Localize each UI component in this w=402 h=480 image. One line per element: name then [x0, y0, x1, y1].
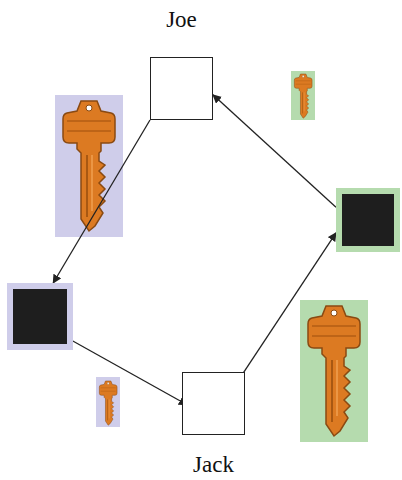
large-key: [308, 306, 360, 436]
person-name: Jack: [193, 451, 234, 479]
arrow-connector: [229, 233, 336, 394]
arrow-connector: [213, 95, 336, 207]
person-box: Joe: [150, 57, 213, 120]
small-key: [99, 381, 117, 425]
black-box: [7, 283, 73, 350]
person-box: Jack: [182, 372, 245, 435]
key-background: [55, 95, 123, 237]
person-name: Joe: [166, 6, 197, 34]
key-background: [96, 377, 120, 427]
key-background: [291, 71, 315, 120]
arrow-connector: [53, 120, 150, 283]
key-background: [300, 300, 368, 442]
small-key: [294, 74, 312, 118]
black-box: [336, 188, 400, 252]
arrow-connector: [71, 340, 187, 405]
large-key: [63, 101, 115, 231]
